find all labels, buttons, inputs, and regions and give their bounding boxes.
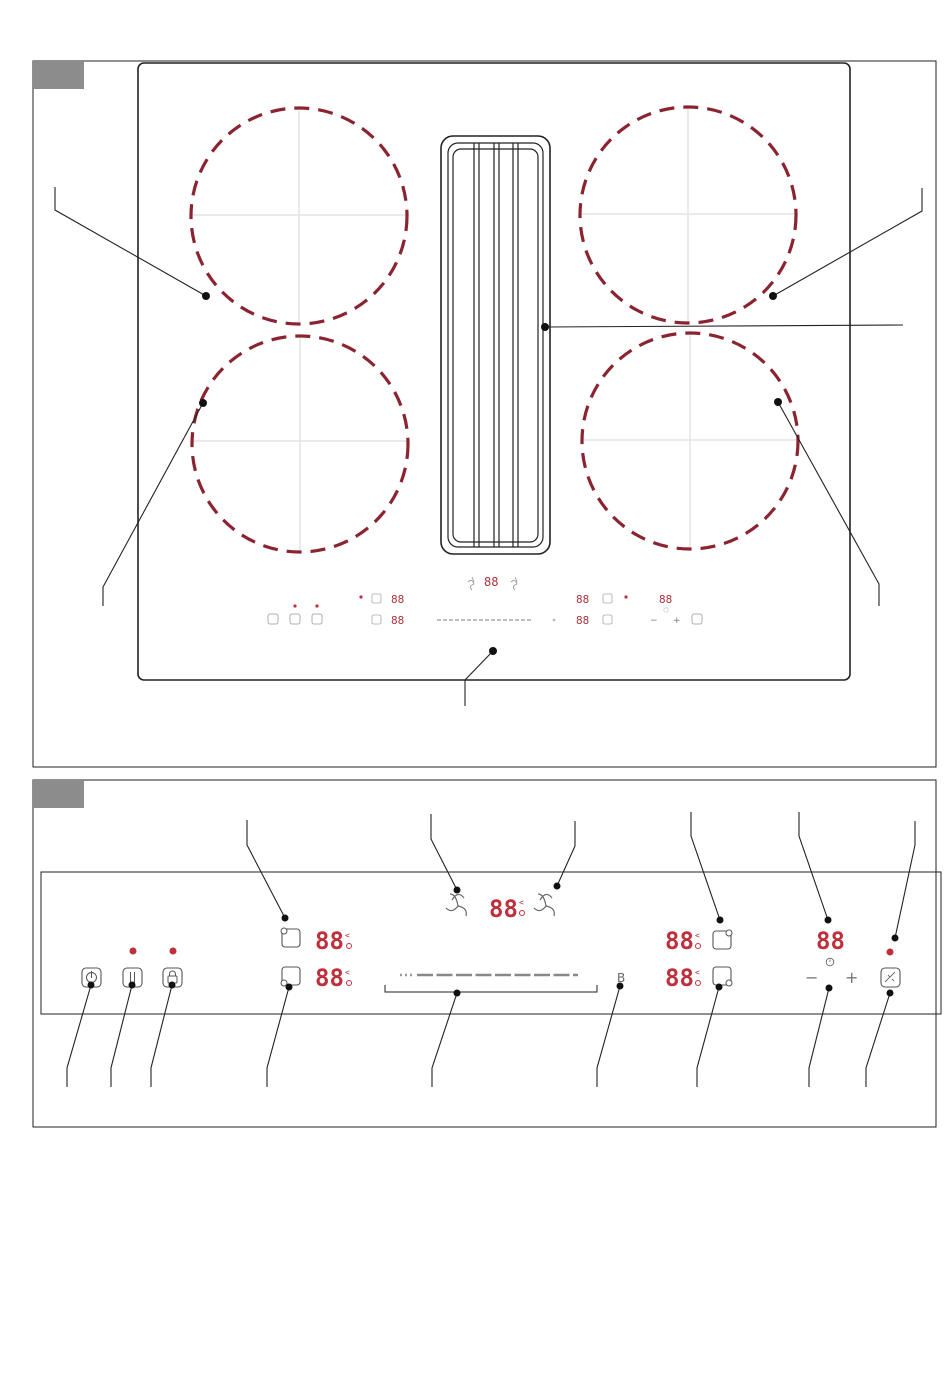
extractor-arrow: < — [519, 898, 524, 907]
extractor-display-small: 88 — [484, 575, 498, 589]
extractor-display: 88 — [489, 895, 518, 923]
zone-front-icon — [603, 615, 612, 624]
figure-1-frame — [33, 61, 936, 767]
zone-rear-icon — [372, 594, 381, 603]
timer-icon — [826, 958, 834, 966]
pause-indicator-dot — [130, 948, 137, 955]
rear-right-zone-select — [713, 930, 732, 949]
minus-symbol: − — [805, 968, 818, 987]
fan-icon-right-small — [511, 577, 517, 590]
pause-icon — [290, 614, 300, 624]
cooktop-control-panel: 88 88 88 88 88 88 − — [268, 575, 702, 627]
indicator-dot — [293, 604, 296, 607]
zone-front-icon — [372, 615, 381, 624]
fan-icon-left-small — [468, 577, 474, 590]
figure-2-frame — [33, 780, 936, 1127]
fan-icon-left — [446, 894, 466, 916]
rear-right-display-small: 88 — [576, 593, 589, 606]
rear-right-arrow: < — [695, 931, 700, 940]
front-left-timer-icon — [347, 981, 352, 986]
zone-rear-icon — [603, 594, 612, 603]
figure-1: 88 88 88 88 88 88 − — [33, 61, 936, 767]
zone-front-right — [582, 333, 800, 549]
leader-lines-figure-1 — [55, 187, 922, 706]
rear-left-display: 88 — [315, 927, 344, 955]
front-right-display: 88 — [665, 964, 694, 992]
front-right-display-small: 88 — [576, 614, 589, 627]
clean-indicator-dot — [887, 949, 894, 956]
timer-display-small: 88 — [659, 593, 672, 606]
indicator-dot — [359, 595, 362, 598]
front-left-display: 88 — [315, 964, 344, 992]
rear-left-zone-select — [281, 928, 300, 947]
rear-right-display: 88 — [665, 927, 694, 955]
indicator-dot — [624, 595, 627, 598]
lock-icon — [312, 614, 322, 624]
rear-left-display-small: 88 — [391, 593, 404, 606]
leader-dots-figure-1 — [199, 292, 782, 655]
power-icon — [268, 614, 278, 624]
minus-symbol-small: − — [650, 616, 658, 626]
timer-display: 88 — [816, 927, 845, 955]
clean-icon — [881, 968, 900, 987]
boost-dot-small — [553, 619, 556, 622]
rear-left-timer-icon — [347, 944, 352, 949]
indicator-dot — [315, 604, 318, 607]
extractor-grille — [441, 136, 550, 554]
zone-rear-left — [191, 108, 407, 324]
figure-2: 88 < 88 < 88 < B 88 < 88 < — [33, 780, 941, 1127]
clean-icon — [692, 614, 702, 624]
plus-symbol-small: + — [673, 616, 681, 626]
timer-icon — [664, 608, 668, 612]
leader-lines-figure-2 — [67, 812, 915, 1087]
lock-indicator-dot — [170, 948, 177, 955]
front-left-arrow: < — [345, 968, 350, 977]
clean-button — [881, 968, 900, 987]
rear-left-arrow: < — [345, 931, 350, 940]
plus-symbol: + — [845, 968, 858, 987]
figure-1-tab — [33, 61, 84, 89]
rear-right-timer-icon — [696, 944, 701, 949]
extractor-timer-icon — [520, 911, 525, 916]
front-left-display-small: 88 — [391, 614, 404, 627]
front-right-timer-icon — [696, 981, 701, 986]
figure-2-tab — [33, 780, 84, 808]
zone-front-left — [191, 336, 409, 552]
control-panel-outline — [41, 872, 941, 1014]
front-right-arrow: < — [695, 968, 700, 977]
slider-bracket — [385, 985, 597, 992]
zone-rear-right — [580, 107, 798, 323]
front-right-zone-select — [713, 967, 732, 986]
fan-icon-right — [534, 894, 554, 916]
front-left-zone-select — [281, 967, 300, 986]
